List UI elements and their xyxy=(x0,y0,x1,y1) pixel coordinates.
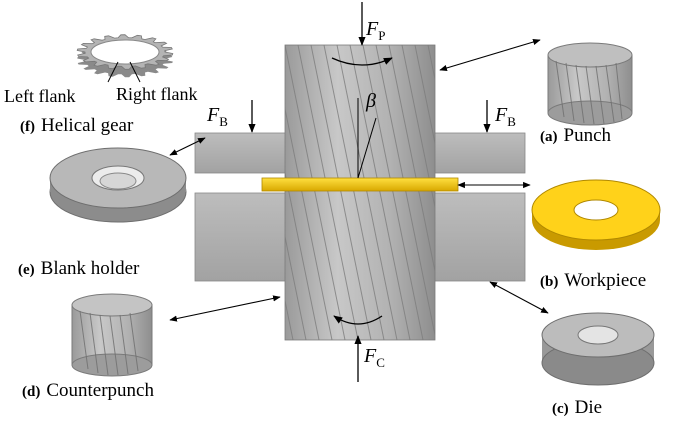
helical-gear-icon xyxy=(77,35,173,78)
label-die: (c)Die xyxy=(552,397,602,419)
arrow-punch xyxy=(440,40,540,70)
label-helical-gear: (f)Helical gear xyxy=(20,115,133,137)
label-right-flank: Right flank xyxy=(116,84,198,105)
label-counterpunch: (d)Counterpunch xyxy=(22,380,154,402)
label-punch: (a)Punch xyxy=(540,125,611,147)
label-left-flank: Left flank xyxy=(4,86,75,107)
arrow-counterpunch xyxy=(170,297,280,320)
workpiece-section xyxy=(262,178,458,191)
blank-holder-icon xyxy=(50,148,186,222)
workpiece-icon xyxy=(532,180,660,250)
label-workpiece: (b)Workpiece xyxy=(540,270,646,292)
helix-angle-symbol: β xyxy=(366,90,376,113)
force-label-counter: FC xyxy=(364,345,385,371)
force-label-blank-right: FB xyxy=(495,104,516,130)
die-icon xyxy=(542,313,654,385)
force-label-punch: FP xyxy=(366,18,385,44)
label-blank-holder: (e)Blank holder xyxy=(18,258,139,280)
counterpunch-icon xyxy=(72,294,152,376)
punch-icon xyxy=(548,43,632,125)
force-label-blank-left: FB xyxy=(207,104,228,130)
